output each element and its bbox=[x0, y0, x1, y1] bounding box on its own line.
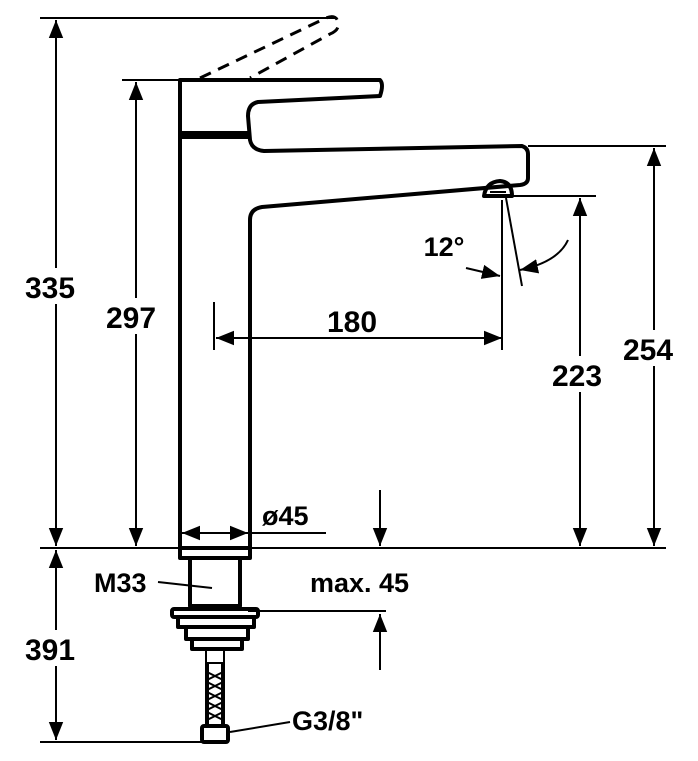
faucet-base bbox=[170, 546, 260, 744]
dim-label-diameter: ø45 bbox=[262, 501, 309, 531]
dim-label-angle: 12° bbox=[424, 232, 465, 262]
dim-label-223: 223 bbox=[552, 360, 602, 393]
leader-connection bbox=[229, 721, 291, 733]
lever-joint-band bbox=[180, 131, 248, 139]
lever-raised-outline bbox=[199, 15, 340, 80]
outlet-angle-line bbox=[505, 197, 523, 287]
dim-label-254: 254 bbox=[623, 334, 673, 367]
label-connection: G3/8" bbox=[292, 706, 363, 736]
faucet-body bbox=[178, 78, 530, 548]
dim-label-max: max. 45 bbox=[310, 568, 409, 598]
label-thread: M33 bbox=[94, 568, 147, 598]
dim-label-180: 180 bbox=[327, 306, 377, 339]
dim-label-391: 391 bbox=[25, 634, 75, 667]
aerator-icon bbox=[482, 179, 514, 198]
dim-label-335: 335 bbox=[25, 272, 75, 305]
dim-label-297: 297 bbox=[106, 302, 156, 335]
leader-thread bbox=[157, 581, 213, 589]
